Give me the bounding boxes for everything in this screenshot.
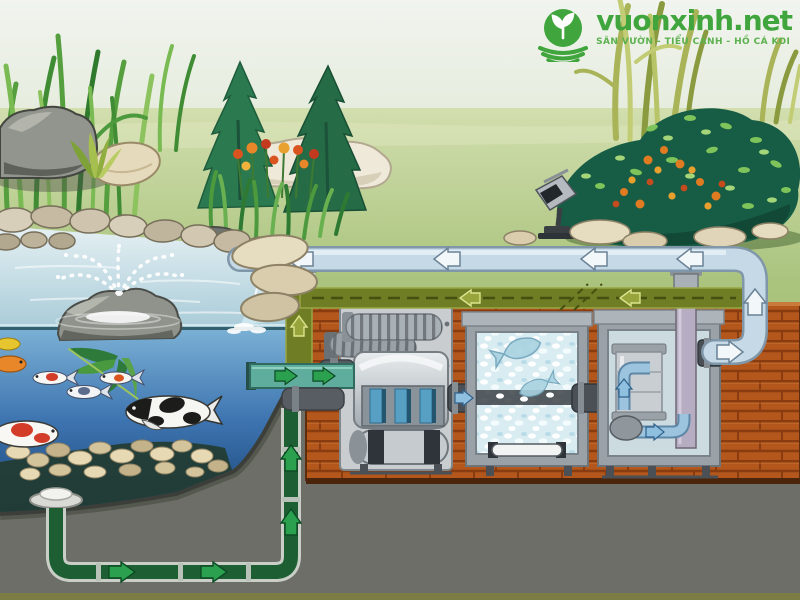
return-pipe [227,246,768,365]
brand-name: vuonxinh.net [596,4,793,37]
yellow-fish [0,337,21,351]
soil-base-line [0,593,800,600]
bio-fish-silhouette [488,337,562,398]
waterfall [227,234,318,334]
drain-elbow [281,387,345,411]
landscape [0,0,800,252]
koi-school [32,368,146,401]
fountain-foam [86,311,150,323]
large-gray-rock [0,105,110,192]
site-logo: vuonxinh.net SÂN VƯỜN - TIỂU CẢNH - HỒ C… [537,4,793,62]
mechanical-filter-unit [319,305,453,475]
bush-base-stones [503,219,789,251]
large-koi [125,395,224,431]
pump [609,415,643,441]
garden-spotlight [534,168,578,239]
brand-tagline: SÂN VƯỜN - TIỂU CẢNH - HỒ CÁ KOI [596,37,791,47]
aeration-bar [488,442,566,458]
fountain-droplets [56,244,184,279]
pipes [46,246,768,583]
bottom-drain-pipe [46,386,345,583]
conifer-shrubs [196,60,368,213]
leaf-sprout-icon [538,9,589,62]
waterside-plant [70,132,122,178]
orange-fish [0,355,27,373]
filter-slots [369,388,436,424]
pump-uv-chamber [593,268,725,479]
bio-media-chamber [461,311,593,476]
internal-pipes [617,361,691,439]
red-white-koi [0,420,59,448]
flower-cluster [233,139,319,199]
filter-drum [349,429,449,465]
pit-bottom-edge [306,478,800,484]
olive-return-channel [285,283,749,365]
filter-pit [305,268,800,484]
bush-flowers [612,146,726,210]
conifer-base-grass [208,170,350,240]
pond-pebbles [5,439,229,481]
waterfall-splash [227,323,266,334]
fountain-spray [58,246,182,296]
mid-water-intake [246,362,355,390]
